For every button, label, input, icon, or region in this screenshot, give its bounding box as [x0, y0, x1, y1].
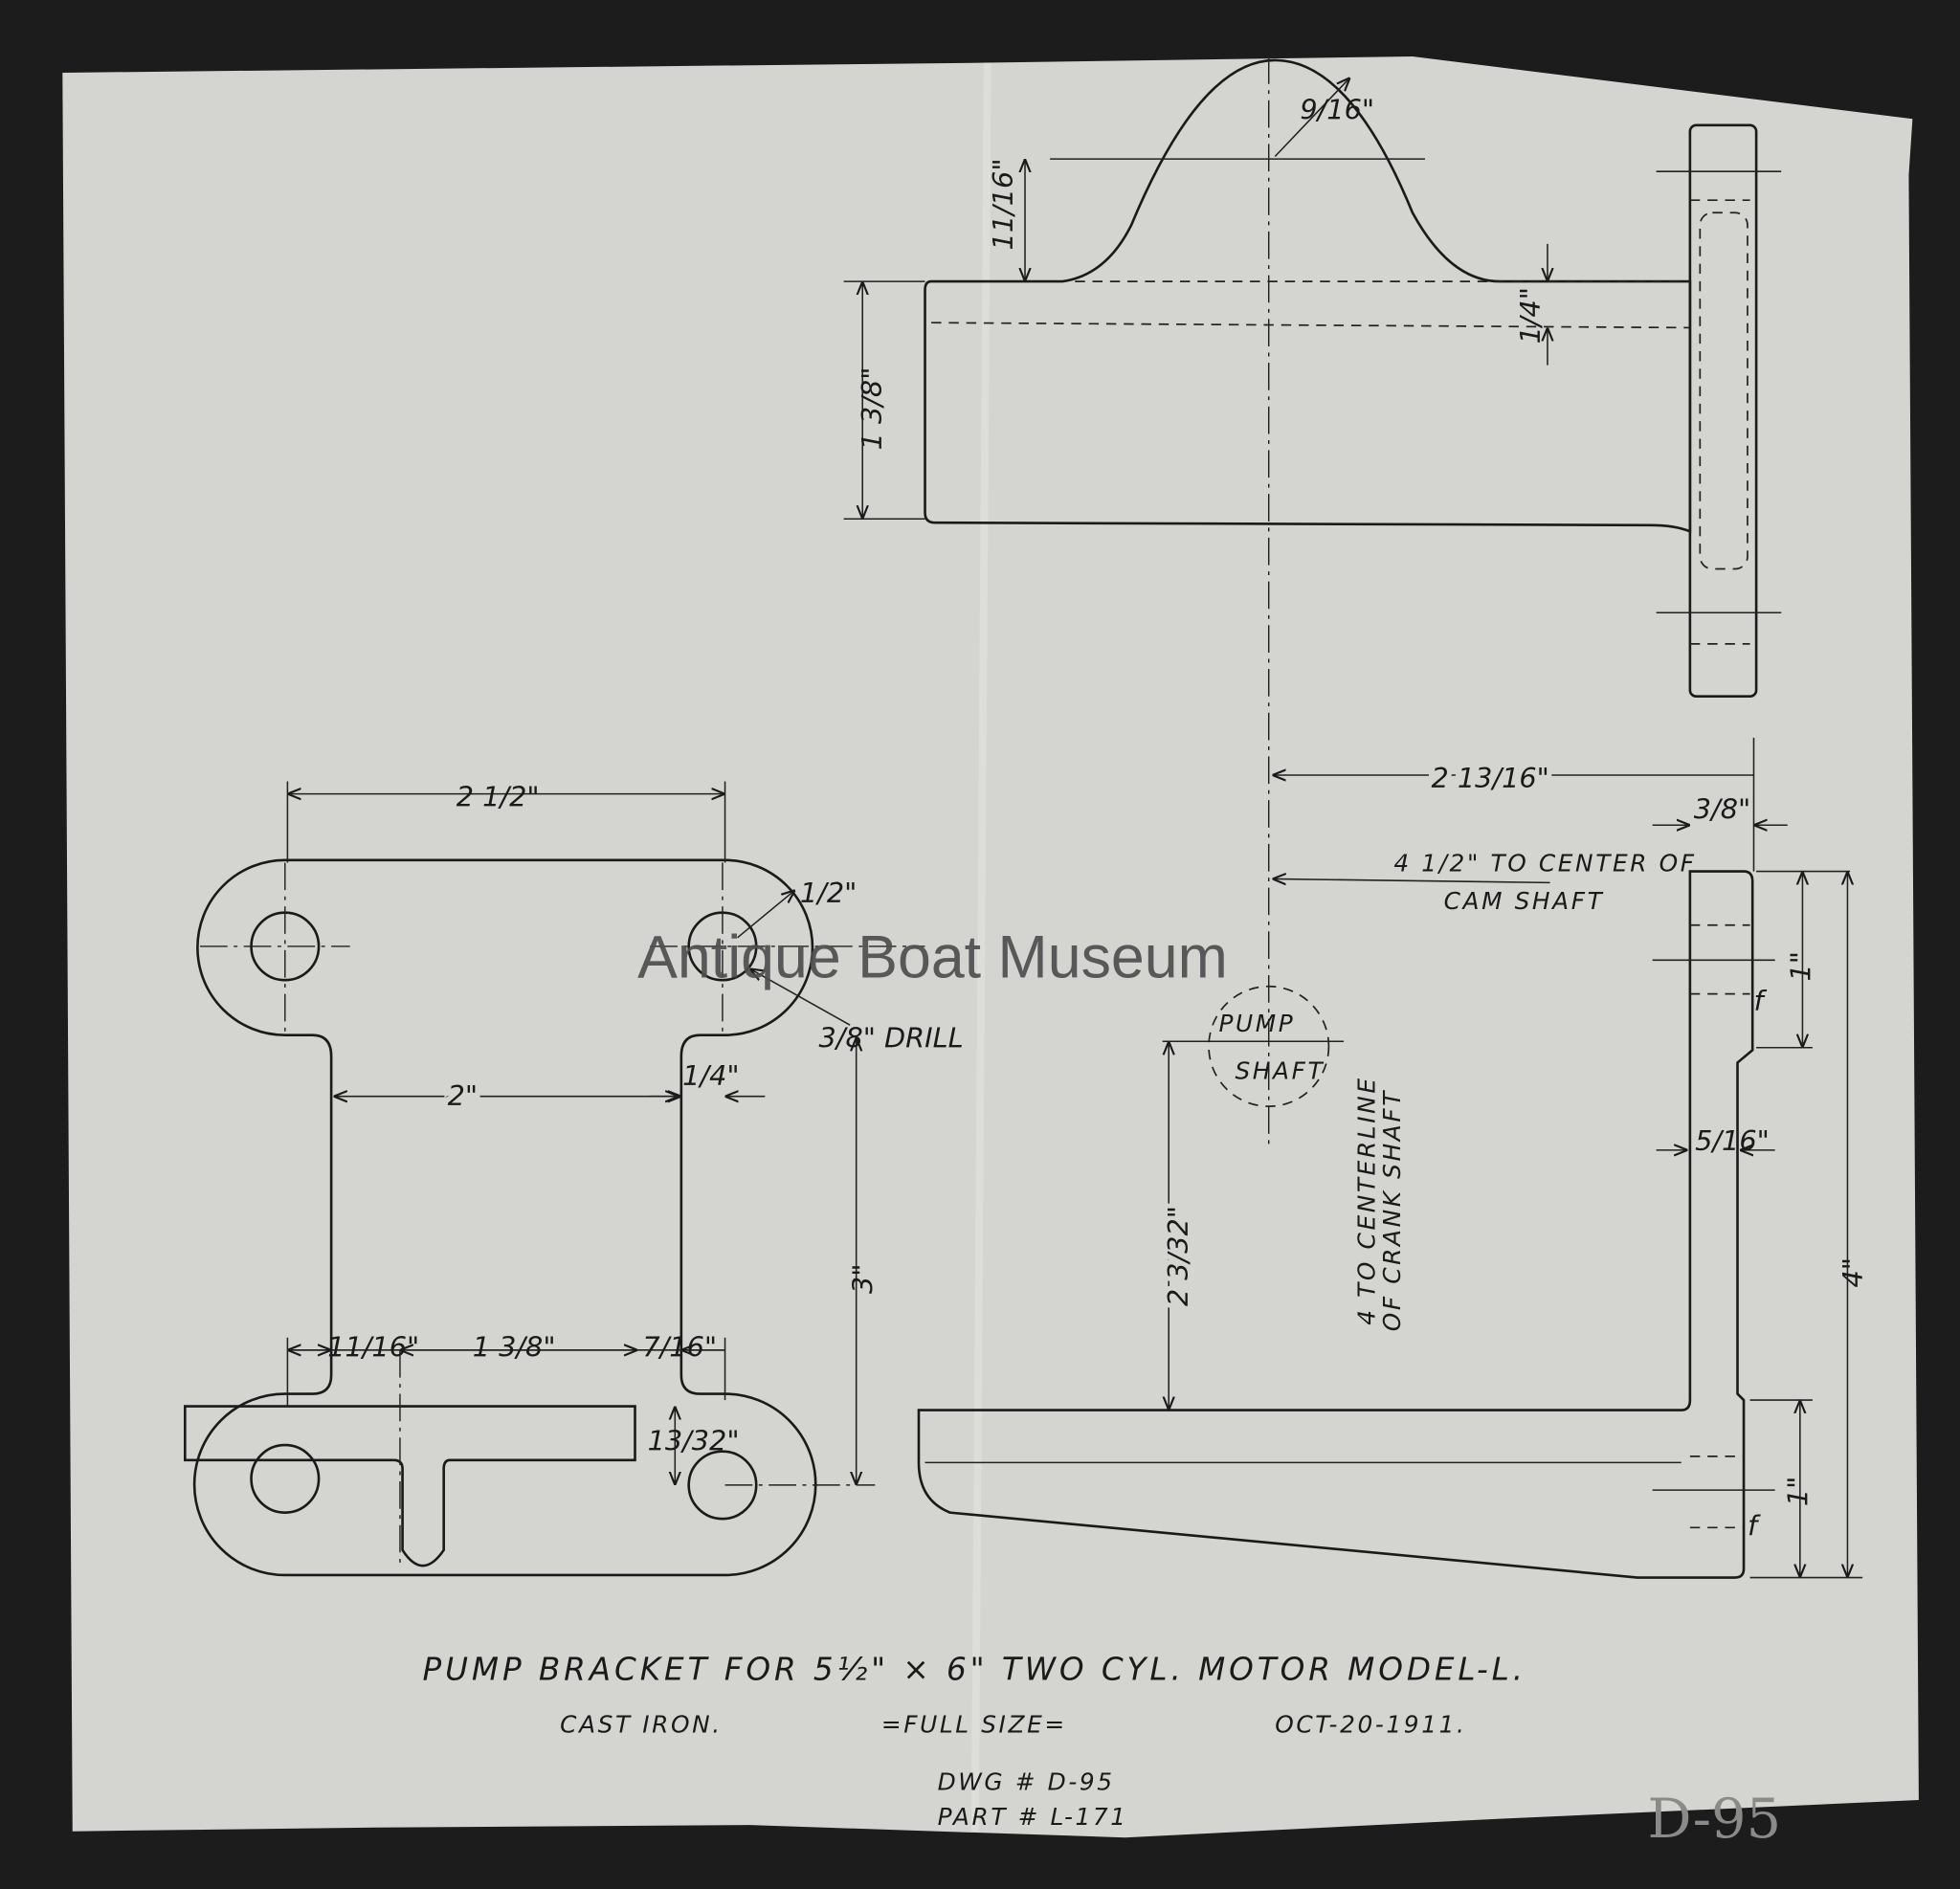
top-view: 9/16" 11/16" 1/4" 1 3/8" [843, 56, 1782, 1145]
plan-view: 2 1/2" 1/2" 3/8" DRILL 2" 1/4" 3" 11/16"… [183, 781, 964, 1577]
label-shaft: SHAFT [1235, 1056, 1325, 1084]
dim-13-32: 13/32" [648, 1424, 740, 1456]
dim-2: 2" [448, 1079, 478, 1112]
dim-3: 3" [847, 1264, 880, 1294]
dim-11-16-plan: 11/16" [327, 1330, 419, 1363]
label-cam-shaft-1: 4 1/2" TO CENTER OF [1393, 850, 1696, 878]
watermark: Antique Boat Museum [637, 924, 1228, 991]
label-pump: PUMP [1218, 1010, 1295, 1037]
pencil-annotation: D-95 [1647, 1787, 1781, 1851]
title-block: PUMP BRACKET FOR 5½" × 6" TWO CYL. MOTOR… [422, 1652, 1781, 1852]
dim-7-16: 7/16" [642, 1330, 717, 1363]
dim-1-3-8-top: 1 3/8" [856, 367, 888, 451]
dim-9-16: 9/16" [1300, 93, 1374, 125]
dim-1-2-radius: 1/2" [800, 877, 857, 909]
paper-fold [970, 62, 991, 1832]
dim-2-3-32: 2 3/32" [1162, 1206, 1194, 1306]
material-label: CAST IRON. [560, 1711, 723, 1739]
dim-1-4-top: 1/4" [1514, 287, 1547, 344]
label-crank-1: 4 TO CENTERLINE [1353, 1076, 1381, 1324]
date-label: OCT-20-1911. [1275, 1711, 1466, 1739]
label-cam-shaft-2: CAM SHAFT [1444, 887, 1605, 915]
drawing-title: PUMP BRACKET FOR 5½" × 6" TWO CYL. MOTOR… [422, 1652, 1526, 1688]
dim-1-top: 1" [1784, 951, 1816, 981]
dim-2-1-2: 2 1/2" [457, 781, 540, 813]
drawing-number: DWG # D-95 [938, 1768, 1115, 1796]
part-number: PART # L-171 [938, 1803, 1128, 1831]
linen-sheet [62, 56, 1919, 1838]
dim-11-16: 11/16" [987, 158, 1019, 250]
dim-1-4-plan: 1/4" [682, 1059, 739, 1092]
dim-4: 4" [1837, 1257, 1869, 1287]
scale-label: =FULL SIZE= [881, 1711, 1067, 1739]
dim-3-8-drill: 3/8" DRILL [819, 1022, 964, 1055]
dim-1-3-8-plan: 1 3/8" [473, 1330, 556, 1363]
dim-2-13-16: 2 13/16" [1432, 762, 1549, 794]
side-view: 2 13/16" 3/8" 4 1/2" TO CENTER OF CAM SH… [917, 737, 1869, 1579]
pump-shaft-circle [1208, 985, 1330, 1107]
label-crank-2: OF CRANK SHAFT [1378, 1089, 1406, 1331]
dim-3-8-side: 3/8" [1694, 793, 1750, 826]
dim-1-bottom: 1" [1782, 1477, 1815, 1506]
dim-5-16: 5/16" [1695, 1124, 1770, 1157]
